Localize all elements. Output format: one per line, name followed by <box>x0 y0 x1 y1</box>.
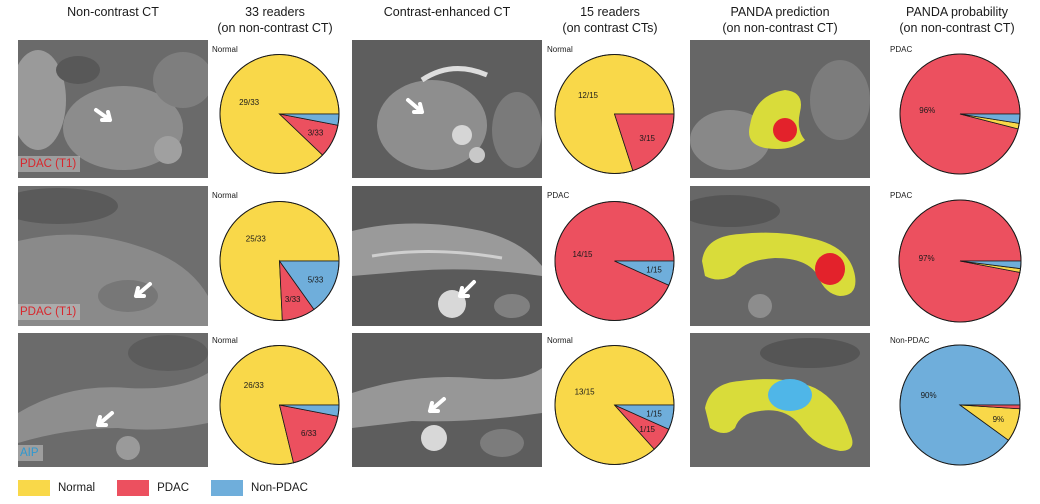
arrow-icon <box>428 397 446 413</box>
arrow-icon <box>458 280 476 298</box>
header-panda-prediction: PANDA prediction (on non-contrast CT) <box>722 5 838 35</box>
pie-chart: Normal 26/33 6/33 <box>212 336 340 465</box>
pie-slice-label: 1/15 <box>646 409 662 418</box>
pie-slice-label: 9% <box>993 415 1005 424</box>
arrow-icon <box>96 411 114 427</box>
segmentation-pancreas <box>702 232 856 296</box>
segmentation-lesion <box>773 118 797 142</box>
ct-image-contrast-case3 <box>352 333 542 467</box>
header-33-readers-noncontrast: 33 readers (on non-contrast CT) <box>217 5 333 35</box>
pie-outline <box>899 53 1021 175</box>
ct-scan-graphic <box>690 186 870 326</box>
pie-chart: Normal 29/33 3/33 <box>212 45 340 174</box>
case-label: PDAC (T1) <box>18 156 81 172</box>
pie-chart: PDAC 14/15 1/15 <box>547 191 675 321</box>
legend: Normal PDAC Non-PDAC <box>18 480 330 496</box>
ct-scan-graphic <box>18 40 208 178</box>
segmentation-pancreas <box>705 379 853 451</box>
ct-image-panda-prediction-case3 <box>690 333 870 467</box>
pie-slice-label: 5/33 <box>308 276 324 285</box>
ct-scan-graphic <box>690 40 870 178</box>
pie-corner-label: Normal <box>547 45 573 54</box>
pie-slice-label: 1/15 <box>646 265 662 274</box>
ct-scan-graphic <box>690 333 870 467</box>
pie-slice-label: 3/15 <box>639 134 655 143</box>
pie-corner-label: Normal <box>212 45 238 54</box>
pie-chart: PDAC 96% <box>890 45 1021 175</box>
pie-chart: Normal 13/15 1/15 1/15 <box>547 336 675 465</box>
segmentation-lesion <box>815 253 845 285</box>
ct-scan-graphic <box>18 186 208 326</box>
pie-corner-label: Non-PDAC <box>890 336 930 345</box>
ct-image-panda-prediction-case2 <box>690 186 870 326</box>
pie-outline <box>554 201 675 321</box>
ct-image-noncontrast-case1: PDAC (T1) <box>18 40 208 178</box>
pie-slice-label: 25/33 <box>246 234 267 243</box>
arrow-icon <box>94 108 112 122</box>
pie-corner-label: Normal <box>212 336 238 345</box>
legend-label: PDAC <box>157 482 190 494</box>
ct-image-noncontrast-case2: PDAC (T1) <box>18 186 208 326</box>
ct-scan-graphic <box>352 40 542 178</box>
pie-slice-label: 29/33 <box>239 98 260 107</box>
header-non-contrast-ct: Non-contrast CT <box>67 5 159 19</box>
legend-swatch <box>117 480 150 496</box>
pie-outline <box>219 345 340 465</box>
pie-slice-label: 13/15 <box>575 388 596 397</box>
pie-outline <box>554 54 675 174</box>
pie-chart: PDAC 97% <box>890 191 1022 323</box>
pie-outline <box>899 344 1021 466</box>
ct-scan-graphic <box>18 333 208 467</box>
pie-slice-label: 14/15 <box>572 250 593 259</box>
pie-chart: Non-PDAC 90% 9% <box>890 336 1021 466</box>
header-15-readers-contrast: 15 readers (on contrast CTs) <box>562 5 658 35</box>
pie-outline <box>219 54 340 174</box>
pie-slice-label: 96% <box>919 106 935 115</box>
legend-item-pdac: PDAC <box>117 480 189 496</box>
arrow-icon <box>406 98 424 114</box>
legend-swatch <box>18 480 50 496</box>
pie-chart: Normal 25/33 3/33 5/33 <box>212 191 340 321</box>
pie-corner-label: PDAC <box>890 45 912 54</box>
pie-slice-label: 26/33 <box>244 381 265 390</box>
ct-scan-graphic <box>352 333 542 467</box>
pie-slice-label: 6/33 <box>301 429 317 438</box>
pie-slice-label: 90% <box>921 391 937 400</box>
pie-outline <box>554 345 675 465</box>
pie-slice-label: 3/33 <box>285 295 301 304</box>
pie-corner-label: PDAC <box>890 191 912 200</box>
header-panda-probability: PANDA probability (on non-contrast CT) <box>899 5 1015 35</box>
ct-image-contrast-case1 <box>352 40 542 178</box>
legend-item-normal: Normal <box>18 480 95 496</box>
ct-image-panda-prediction-case1 <box>690 40 870 178</box>
ct-image-noncontrast-case3: AIP <box>18 333 208 467</box>
pie-slice-label: 3/33 <box>308 129 324 138</box>
ct-scan-graphic <box>352 186 542 326</box>
pie-slice-label: 12/15 <box>578 91 599 100</box>
segmentation-lesion <box>768 379 812 411</box>
header-contrast-enhanced-ct: Contrast-enhanced CT <box>383 5 511 19</box>
pie-corner-label: Normal <box>212 191 238 200</box>
legend-label: Normal <box>58 482 96 494</box>
pie-outline <box>219 201 340 321</box>
case-label: PDAC (T1) <box>18 304 81 320</box>
ct-image-contrast-case2 <box>352 186 542 326</box>
pie-slice-label: 97% <box>919 254 935 263</box>
pie-corner-label: PDAC <box>547 191 569 200</box>
pie-corner-label: Normal <box>547 336 573 345</box>
case-label: AIP <box>18 445 43 461</box>
legend-label: Non-PDAC <box>251 482 308 494</box>
arrow-icon <box>134 282 152 298</box>
legend-swatch <box>211 480 244 496</box>
pie-outline <box>898 199 1022 323</box>
pie-chart: Normal 12/15 3/15 <box>547 45 675 174</box>
legend-item-non-pdac: Non-PDAC <box>211 480 308 496</box>
pie-slice-label: 1/15 <box>639 425 655 434</box>
